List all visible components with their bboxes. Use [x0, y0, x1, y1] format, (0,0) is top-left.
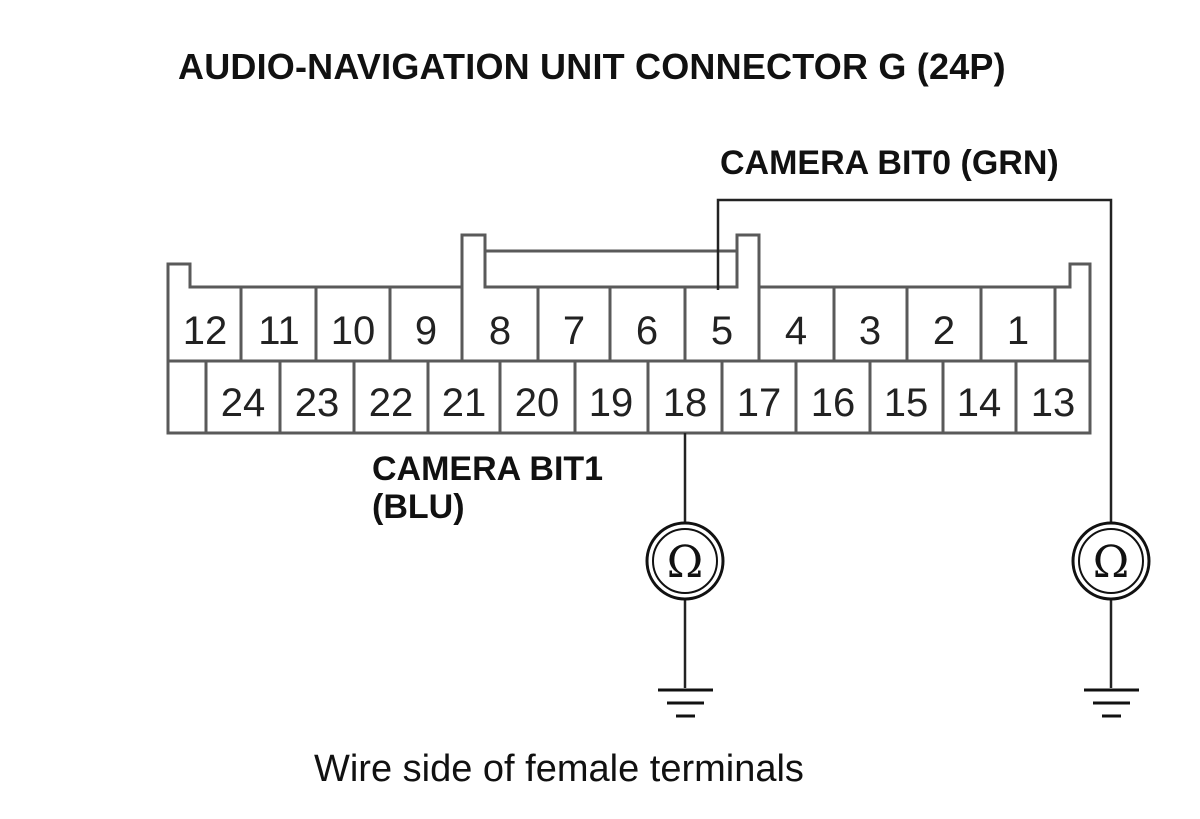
pin-3: 3	[859, 309, 881, 353]
pin-9: 9	[415, 309, 437, 353]
diagram-title: AUDIO-NAVIGATION UNIT CONNECTOR G (24P)	[178, 46, 1006, 87]
pin-14: 14	[957, 381, 1002, 425]
pin-1: 1	[1007, 309, 1029, 353]
pin-20: 20	[515, 381, 560, 425]
camera-bit0-wire	[716, 198, 1113, 522]
connector-outline	[166, 233, 1092, 435]
pin-5: 5	[711, 309, 733, 353]
pin-16: 16	[811, 381, 856, 425]
pin-19: 19	[589, 381, 634, 425]
pin-15: 15	[884, 381, 929, 425]
pin-7: 7	[563, 309, 585, 353]
ohm-symbol: Ω	[1093, 537, 1129, 588]
pin-2: 2	[933, 309, 955, 353]
camera-bit1-label-line1: CAMERA BIT1	[372, 450, 604, 488]
diagram-caption: Wire side of female terminals	[314, 748, 804, 790]
pin-17: 17	[737, 381, 782, 425]
camera-bit1-label: CAMERA BIT1 (BLU)	[372, 450, 603, 526]
pin-23: 23	[295, 381, 340, 425]
pin-13: 13	[1031, 381, 1076, 425]
ohmmeter-icon: Ω	[645, 521, 725, 601]
ohm-symbol: Ω	[667, 537, 703, 588]
pin-4: 4	[785, 309, 807, 353]
pin-10: 10	[331, 309, 376, 353]
pin-6: 6	[636, 309, 658, 353]
ground-icon	[658, 688, 713, 718]
ohmmeter-icon: Ω	[1071, 521, 1151, 601]
pin-18: 18	[663, 381, 708, 425]
pin-11: 11	[258, 309, 300, 353]
pin-12: 12	[183, 309, 228, 353]
ground-icon	[1084, 688, 1139, 718]
pin-22: 22	[369, 381, 414, 425]
camera-bit1-label-line2: (BLU)	[372, 488, 465, 526]
pin-21: 21	[442, 381, 487, 425]
pin-8: 8	[489, 309, 511, 353]
camera-bit0-label: CAMERA BIT0 (GRN)	[720, 144, 1059, 182]
pin-24: 24	[221, 381, 266, 425]
